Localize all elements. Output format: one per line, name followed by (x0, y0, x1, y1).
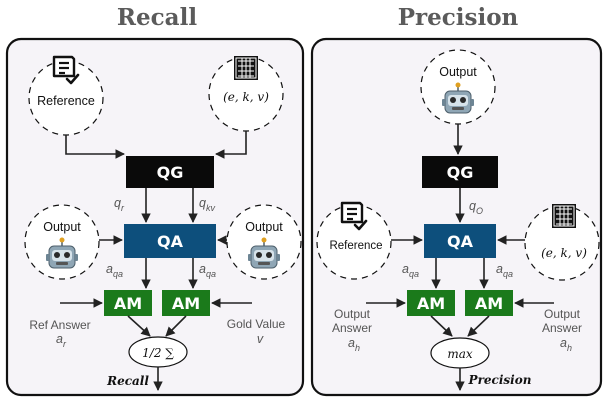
precision-am-right-label: AM (475, 294, 503, 313)
recall-edge-am-right-agg (165, 315, 187, 337)
precision-triple-label: (e, k, v) (541, 246, 587, 260)
recall-reference-label: Reference (37, 94, 95, 108)
precision-reference-label: Reference (329, 240, 382, 252)
table-icon (551, 203, 577, 229)
recall-output-left-label: Output (43, 220, 81, 234)
precision-triple-input (524, 205, 600, 281)
recall-am-node-right (162, 290, 210, 316)
recall-qkv-label: qkv (199, 196, 215, 213)
recall-output-right-label: Output (245, 220, 283, 234)
precision-output-answer-left-line2: Answer (332, 321, 372, 335)
precision-am-left-label: AM (417, 294, 445, 313)
recall-result-label: Recall (106, 374, 149, 388)
precision-edge-am-left-agg (430, 315, 453, 337)
recall-gold-value-label: Gold Value (227, 317, 286, 331)
recall-qa-label: QA (157, 232, 184, 251)
table-icon (233, 55, 259, 81)
precision-qa-label: QA (447, 232, 474, 251)
precision-qa-node (424, 224, 496, 258)
precision-qg-label: QG (447, 163, 474, 182)
recall-am-left-label: AM (114, 294, 142, 313)
recall-panel: Recall Reference (e, k, v) QG qr qkv Out… (5, 4, 305, 397)
precision-qo-label: qO (469, 199, 483, 216)
precision-aggregator-label: max (447, 347, 473, 361)
precision-output-answer-left-line1: Output (334, 307, 371, 321)
recall-qr-label: qr (114, 196, 125, 213)
recall-title: Recall (117, 4, 197, 31)
precision-panel: Precision Output QG qO Reference (e, k, … (310, 4, 603, 397)
recall-aqa-right-label: aqa (199, 262, 216, 279)
recall-aggregator-label: 1/2 ∑ (142, 346, 174, 360)
precision-output-answer-right-var: ah (560, 336, 572, 353)
precision-qg-node (422, 156, 498, 188)
recall-ref-answer-var: ar (56, 332, 67, 349)
precision-title: Precision (398, 4, 519, 31)
recall-gold-value-var: v (257, 332, 264, 346)
precision-output-answer-left-var: ah (348, 336, 360, 353)
recall-qg-node (126, 156, 214, 188)
recall-edge-reference-qg (65, 135, 125, 159)
precision-am-node-right (465, 290, 513, 316)
recall-triple-label: (e, k, v) (223, 90, 269, 104)
recall-edge-am-left-agg (127, 315, 151, 337)
recall-qa-node (124, 224, 216, 258)
precision-output-answer-right-line1: Output (544, 307, 581, 321)
precision-result-label: Precision (468, 373, 532, 387)
precision-am-node-left (407, 290, 455, 316)
recall-edge-triple-qg (215, 131, 247, 159)
precision-edge-am-right-agg (467, 315, 490, 337)
recall-am-node-left (104, 290, 152, 316)
precision-reference-input (316, 204, 392, 280)
recall-am-right-label: AM (172, 294, 200, 313)
recall-qg-label: QG (157, 163, 184, 182)
precision-output-top-label: Output (439, 65, 477, 79)
precision-aqa-left-label: aqa (402, 262, 419, 279)
precision-output-answer-right-line2: Answer (542, 321, 582, 335)
recall-aqa-left-label: aqa (106, 262, 123, 279)
precision-aqa-right-label: aqa (496, 262, 513, 279)
recall-ref-answer-label: Ref Answer (29, 318, 90, 332)
